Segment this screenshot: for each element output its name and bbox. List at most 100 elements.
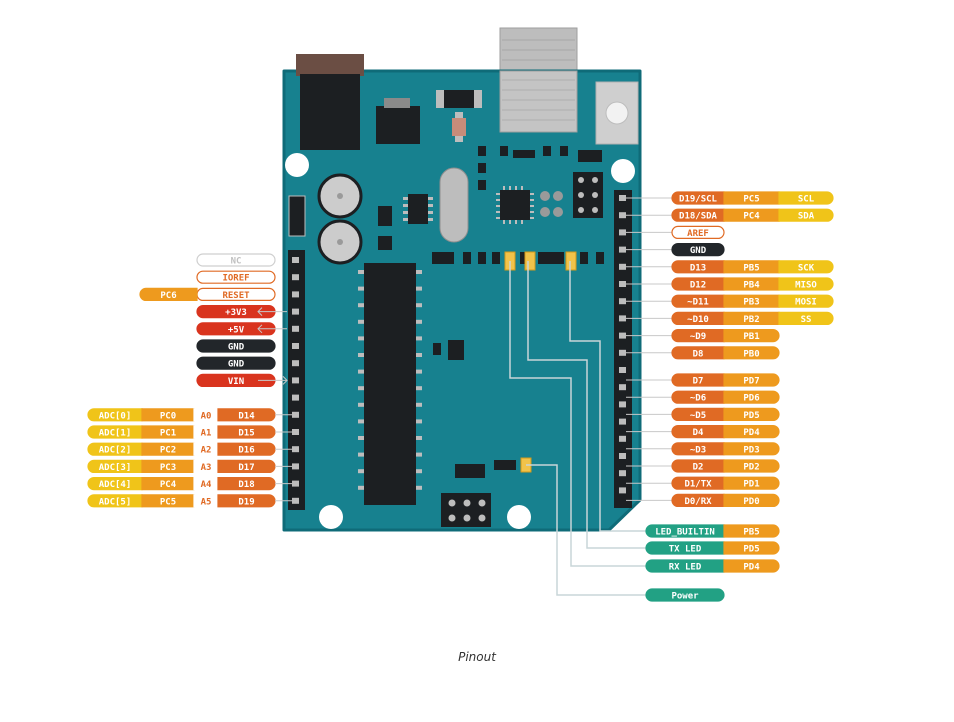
digital-fn-ss: SS [778,311,834,325]
power-pin-gnd: GND [196,356,276,370]
dc-jack-top [296,54,364,76]
analog-pin-a5-text: A5 [201,497,212,507]
digital-port-pb0-text: PB0 [743,349,759,359]
digital-fn-ss-text: SS [801,315,812,325]
digital-fn-mosi-text: MOSI [795,298,817,308]
analog-port-2: PC2 [141,442,195,456]
power-pin-3v3: +3V3 [196,305,276,319]
power-arrow [257,307,287,316]
led-traces [509,261,646,596]
digital-port-pb3-text: PB3 [743,298,759,308]
digital-pin-d0rx-text: D0/RX [684,497,712,507]
icsp-header-usb [573,172,603,218]
analog-pin-a3: A3 [193,459,219,473]
analog-port-4-text: PC4 [160,480,177,490]
digital-fn-mosi: MOSI [778,294,834,308]
digital-port-pb4-text: PB4 [743,281,760,291]
digital-port-pd6: PD6 [723,390,780,404]
digital-pin-d7: D7 [671,373,725,387]
digital-port-pd1-text: PD1 [743,480,759,490]
analog-port-4: PC4 [141,477,195,491]
digital-port-pd3: PD3 [723,442,780,456]
led-port-0-text: PB5 [743,528,759,538]
analog-port-0-text: PC0 [160,411,176,421]
digital-pin-d6: ~D6 [671,390,725,404]
analog-pin-a1: A1 [193,425,219,439]
diode [436,90,482,108]
usb-chip [500,190,530,220]
mounting-hole [285,153,309,177]
analog-pin-a2: A2 [193,442,219,456]
power-pin-vin-text: VIN [228,377,244,387]
digital-pin-d1tx-text: D1/TX [684,480,712,490]
voltage-regulator [376,106,420,144]
digital-pin-d11-text: ~D11 [687,298,709,308]
mounting-hole [611,159,635,183]
dc-jack [300,74,360,150]
power-pin-gnd-text: GND [228,360,245,370]
digital-pin-aref-text: AREF [687,229,709,239]
usb-connector-front [499,70,578,133]
led-port-1: PD5 [723,541,780,555]
reset-button-cap [605,101,629,125]
analog-adc-1: ADC[1] [87,425,143,439]
digital-pin-d7-text: D7 [693,377,704,387]
power-pin-gnd: GND [196,339,276,353]
digital-pin-d3-text: ~D3 [690,445,706,455]
analog-adc-4: ADC[4] [87,477,143,491]
analog-digital-d17-text: D17 [238,463,254,473]
digital-pin-d18sda-text: D18/SDA [679,212,718,222]
digital-pin-d9: ~D9 [671,329,725,343]
digital-pin-d12: D12 [671,277,725,291]
led-port-2: PD4 [723,559,780,573]
digital-pin-d8: D8 [671,346,725,360]
digital-pin-d4: D4 [671,425,725,439]
atmega328p-chip [364,263,416,505]
fuse [288,195,306,237]
analog-adc-0: ADC[0] [87,408,143,422]
digital-pin-d11: ~D11 [671,294,725,308]
analog-digital-d18: D18 [217,477,276,491]
analog-pin-a0-text: A0 [201,411,212,421]
mounting-hole [507,505,531,529]
digital-port-pb3: PB3 [723,294,780,308]
digital-pin-d12-text: D12 [690,281,706,291]
digital-pin-d19scl: D19/SCL [671,191,725,205]
icsp-header-mcu [441,493,491,527]
digital-fn-sck: SCK [778,260,834,274]
power-pin-nc-text: NC [231,257,242,267]
power-pin-reset-text: RESET [222,291,250,301]
digital-pin-d1tx: D1/TX [671,476,725,490]
analog-digital-d16-text: D16 [238,446,254,456]
power-pin-5v-text: +5V [228,325,245,335]
analog-pin-a1-text: A1 [201,429,212,439]
digital-pin-d3: ~D3 [671,442,725,456]
analog-port-5-text: PC5 [160,497,176,507]
digital-port-pd2: PD2 [723,459,780,473]
right-header [614,190,632,508]
power-pin-vin: VIN [196,373,276,387]
digital-port-pd6-text: PD6 [743,394,759,404]
digital-fn-miso: MISO [778,277,834,291]
digital-port-pb2: PB2 [723,311,780,325]
power-port-pc6-text: PC6 [160,291,176,301]
digital-pin-aref: AREF [671,225,725,239]
digital-port-pd7-text: PD7 [743,377,759,387]
digital-pin-d10-text: ~D10 [687,315,709,325]
analog-adc-2-text: ADC[2] [99,446,132,456]
analog-adc-5: ADC[5] [87,494,143,508]
power-pin-3v3-text: +3V3 [225,308,247,318]
analog-adc-3: ADC[3] [87,459,143,473]
digital-fn-sda-text: SDA [798,212,815,222]
digital-port-pd4: PD4 [723,425,780,439]
led-label-rxled-text: RX LED [669,563,702,573]
analog-digital-d14-text: D14 [238,411,255,421]
power-pin-5v: +5V [196,322,276,336]
digital-port-pd4-text: PD4 [743,428,760,438]
digital-port-pc5-text: PC5 [743,195,759,205]
digital-port-pc4-text: PC4 [743,212,760,222]
analog-pin-a5: A5 [193,494,219,508]
led-label-power: Power [645,588,725,602]
digital-pin-d4-text: D4 [693,428,704,438]
